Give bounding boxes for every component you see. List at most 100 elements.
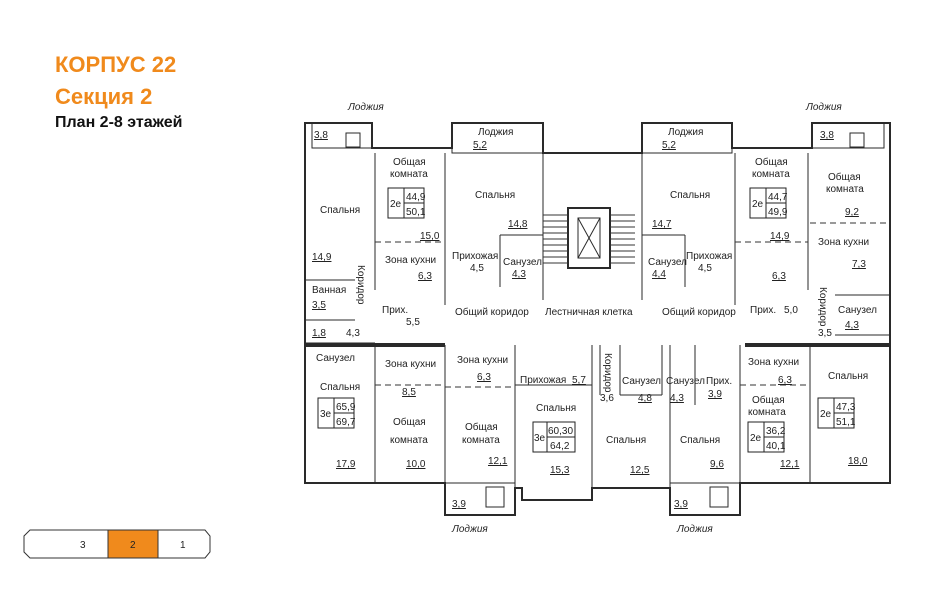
room-label: комната: [748, 407, 786, 418]
area-value: 3,9: [674, 499, 688, 510]
loggia-label: Лоджия: [347, 102, 384, 113]
room-label: Спальня: [320, 205, 360, 216]
room-label: Коридор: [602, 353, 613, 393]
loggia-label: Лоджия: [478, 127, 513, 138]
loggia-label: Лоджия: [451, 524, 488, 535]
apartment-living-area: 60,30: [548, 426, 573, 437]
area-value: 3,8: [820, 130, 834, 141]
area-value: 4,3: [845, 320, 859, 331]
room-label: Общий коридор: [455, 306, 529, 318]
room-label: Лестничная клетка: [545, 307, 633, 318]
area-value: 12,5: [630, 465, 650, 476]
room-label: Прихожая: [452, 251, 498, 262]
area-value: 3,5: [312, 300, 326, 311]
room-label: Общая: [755, 156, 788, 168]
room-label: Коридор: [355, 265, 366, 305]
area-value: 5,5: [406, 317, 420, 328]
room-label: Прих.: [382, 305, 408, 316]
apartment-total-area: 40,1: [766, 441, 786, 452]
area-value: 4,5: [698, 263, 712, 274]
area-value: 14,7: [652, 219, 672, 230]
section-2-label: 2: [130, 540, 136, 551]
area-value: 4,3: [346, 328, 360, 339]
area-value: 15,0: [420, 231, 440, 242]
area-value: 4,3: [670, 393, 684, 404]
area-value: 3,8: [314, 130, 328, 141]
area-value: 1,8: [312, 328, 326, 339]
room-label: Прихожая: [686, 251, 732, 262]
loggia-label: Лоджия: [668, 127, 703, 138]
apartment-living-area: 65,9: [336, 402, 356, 413]
area-value: 14,9: [770, 231, 790, 242]
area-value: 9,6: [710, 459, 724, 470]
room-label: Спальня: [606, 435, 646, 446]
area-value: 8,5: [402, 387, 416, 398]
room-label: Зона кухни: [818, 237, 869, 248]
area-value: 4,3: [512, 269, 526, 280]
room-label: Прих.: [750, 305, 776, 316]
area-value: 5,2: [473, 140, 487, 151]
loggia-label: Лоджия: [676, 524, 713, 535]
room-label: комната: [752, 169, 790, 180]
room-label: Зона кухни: [457, 355, 508, 366]
area-value: 6,3: [418, 271, 432, 282]
area-value: 12,1: [488, 456, 508, 467]
room-label: Спальня: [475, 190, 515, 201]
area-value: 3,9: [452, 499, 466, 510]
room-label: Зона кухни: [385, 359, 436, 370]
section-3-button[interactable]: 3: [23, 529, 109, 559]
area-value: 14,9: [312, 252, 332, 263]
area-value: 9,2: [845, 207, 859, 218]
room-label: Коридор: [817, 287, 828, 327]
room-label: Общая: [393, 156, 426, 168]
room-label: Санузел: [503, 257, 542, 268]
section-1-button[interactable]: 1: [157, 529, 211, 559]
room-label: Санузел: [316, 353, 355, 364]
room-label: Ванная: [312, 285, 346, 296]
area-value: 7,3: [852, 259, 866, 270]
room-label: Санузел: [622, 376, 661, 387]
apartment-type: 2е: [752, 199, 764, 210]
area-value: 17,9: [336, 459, 356, 470]
section-3-label: 3: [80, 540, 86, 551]
area-value: 5,0: [784, 305, 798, 316]
area-value: 5,2: [662, 140, 676, 151]
section-2-button[interactable]: 2: [107, 529, 159, 559]
apartment-total-area: 49,9: [768, 207, 788, 218]
apartment-living-area: 36,2: [766, 426, 786, 437]
room-label: Спальня: [670, 190, 710, 201]
area-value: 6,3: [778, 375, 792, 386]
room-label: комната: [826, 184, 864, 195]
area-value: 14,8: [508, 219, 528, 230]
room-label: Спальня: [828, 371, 868, 382]
area-value: 3,5: [818, 328, 832, 339]
room-label: Прих.: [706, 376, 732, 387]
area-value: 3,9: [708, 389, 722, 400]
apartment-total-area: 51,1: [836, 417, 856, 428]
area-value: 5,7: [572, 375, 586, 386]
room-label: Санузел: [666, 376, 705, 387]
area-value: 12,1: [780, 459, 800, 470]
room-label: Спальня: [536, 403, 576, 414]
area-value: 4,8: [638, 393, 652, 404]
apartment-type: 3е: [534, 433, 546, 444]
apartment-type: 3е: [320, 409, 332, 420]
loggia-label: Лоджия: [805, 102, 842, 113]
floor-plan-title: План 2-8 этажей: [55, 114, 183, 131]
room-label: Общий коридор: [662, 306, 736, 318]
area-value: 6,3: [772, 271, 786, 282]
room-label: Общая: [393, 416, 426, 428]
area-value: 10,0: [406, 459, 426, 470]
apartment-total-area: 69,7: [336, 417, 356, 428]
area-value: 15,3: [550, 465, 570, 476]
apartment-total-area: 64,2: [550, 441, 570, 452]
apartment-type: 2е: [390, 199, 402, 210]
section-title: Секция 2: [55, 84, 153, 109]
building-title: КОРПУС 22: [55, 52, 177, 77]
area-value: 4,5: [470, 263, 484, 274]
room-label: комната: [390, 169, 428, 180]
apartment-type: 2е: [750, 433, 762, 444]
area-value: 6,3: [477, 372, 491, 383]
room-label: Зона кухни: [385, 255, 436, 266]
apartment-total-area: 50,1: [406, 207, 426, 218]
